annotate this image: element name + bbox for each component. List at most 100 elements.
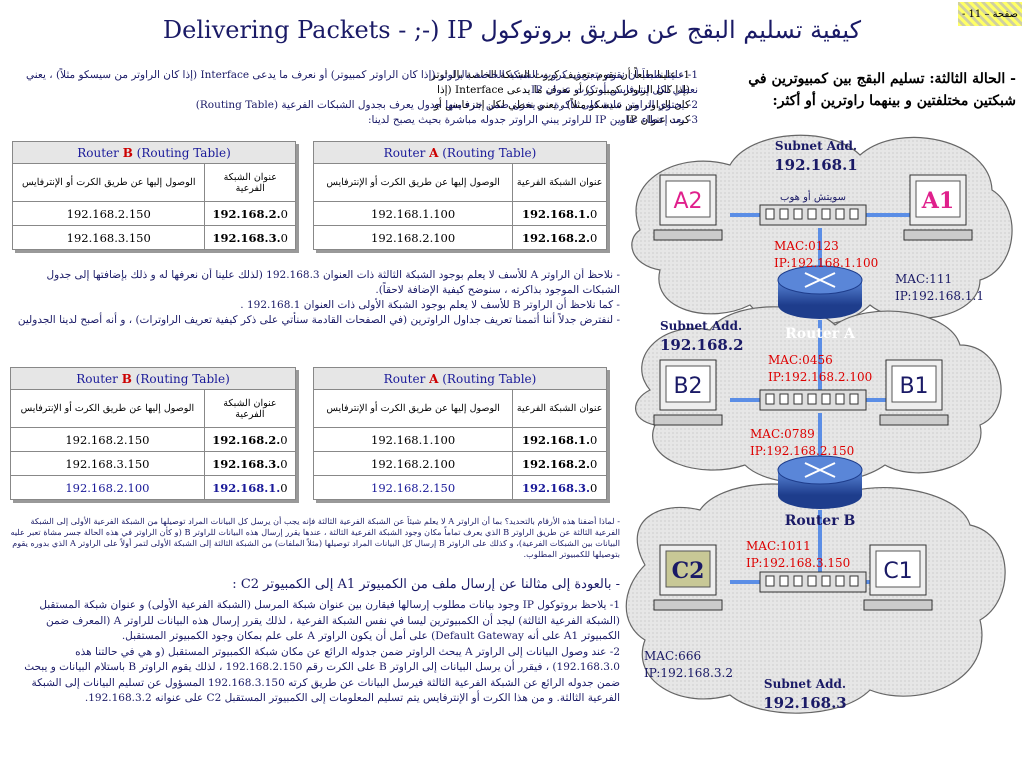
cell-subnet: 192.168.1.0 [512,427,607,452]
note-router-b: - كما نلاحظ أن الراوتر B للأسف لا يعلم ب… [240,299,620,311]
mac-router-a-1: MAC:0123 [774,239,839,253]
mac-a1: MAC:111 [895,272,952,286]
cell-subnet: 192.168.3.0 [203,451,297,476]
cell-subnet-prefix: 192.168.3. [212,456,281,471]
mac-router-a-2: MAC:0456 [768,353,833,367]
router-b-icon [777,455,863,509]
pc-label-b2: B2 [673,374,702,399]
ip-c2: IP:192.168.3.2 [644,666,733,680]
ip-router-b-2: IP:192.168.2.150 [750,444,854,458]
ip-a1: IP:192.168.1.1 [895,289,984,303]
cell-interface: 192.168.2.150 [312,475,514,500]
cell-subnet-suffix: 0 [589,432,598,447]
cell-subnet-prefix: 192.168.1. [521,432,590,447]
cell-subnet-suffix: 0 [280,480,288,495]
computer-c2-icon [653,544,723,611]
cell-subnet: 192.168.2.0 [512,451,607,476]
intro-item-2: 2- يحتوي الراوتر عادة على ذاكرة ، و يخزن… [195,99,698,111]
page-number-badge: صفحة – 11 - [958,2,1022,26]
cell-interface: 192.168.1.100 [312,201,514,226]
pc-label-c2: C2 [672,558,705,584]
routing-table-b-updated: Router B (Routing Table)الوصول إليها عن … [10,367,297,500]
notes-why: - لماذا أضفنا هذه الأرقام بالتحديد؟ بما … [10,516,620,559]
pc-label-c1: C1 [883,559,912,584]
cell-interface: 192.168.2.150 [10,427,205,452]
case-heading: - الحالة الثالثة: تسليم البقج بين كمبيوت… [748,71,1016,109]
col-header-via: الوصول إليها عن طريق الكرت أو الإنترفايس [312,163,514,202]
cell-subnet-prefix: 192.168.2. [212,432,281,447]
cell-subnet-suffix: 0 [280,456,288,471]
intro-text: 1- علينا طبعاً أن نقوم بتعريف كروت الشبك… [420,68,690,128]
cell-subnet-prefix: 192.168.1. [212,480,281,495]
cell-subnet: 192.168.1.0 [512,201,607,226]
col-header-via: الوصول إليها عن طريق الكرت أو الإنترفايس [11,163,206,202]
pc-label-b1: B1 [899,374,928,399]
table-title: Router A (Routing Table) [313,141,607,164]
col-header-subnet: عنوان الشبكة الفرعية [204,163,296,202]
subnet-2-address: 192.168.2 [660,336,744,354]
table-title-letter: B [121,371,132,386]
table-title-letter: B [122,145,133,160]
table-title-router: Router [76,371,122,386]
intro-item-3: 3- بعد إعطاء عناوين IP للراوتر يبني الرا… [367,114,698,126]
cell-interface: 192.168.2.100 [10,475,205,500]
table-title: Router B (Routing Table) [12,141,296,164]
cell-subnet: 192.168.2.0 [203,427,297,452]
cell-interface: 192.168.2.150 [11,201,206,226]
table-title-router: Router [383,371,430,386]
network-diagram: Subnet Add. 192.168.1 سويتش أو هوب A2 A1… [625,134,1013,714]
table-title-letter: A [429,371,439,386]
cell-subnet-prefix: 192.168.1. [521,206,590,221]
example-step-1: 1- يلاحظ بروتوكول IP وجود بيانات مطلوب إ… [39,599,620,642]
routing-table-a: Router A (Routing Table)الوصول إليها عن … [312,141,607,250]
cell-subnet-suffix: 0 [589,206,598,221]
table-title-suffix: (Routing Table) [438,371,537,386]
cell-subnet: 192.168.1.0 [203,475,297,500]
computer-b1-icon [879,359,949,426]
mac-router-b-3: MAC:1011 [746,539,811,553]
col-header-subnet: عنوان الشبكة الفرعية [512,389,607,428]
cell-subnet: 192.168.3.0 [512,475,607,500]
col-header-subnet: عنوان الشبكة الفرعية [203,389,297,428]
cell-subnet-prefix: 192.168.2. [521,230,590,245]
router-b-label: Router B [785,513,856,529]
pc-label-a1: A1 [921,188,954,214]
page-title: كيفية تسليم البقج عن طريق بروتوكول Deliv… [162,16,862,44]
switch-2 [759,389,867,411]
cell-subnet-suffix: 0 [280,230,288,245]
note-assume: - لنفترض جدلاً أننا أتممنا تعريف جداول ا… [17,314,620,326]
table-title-suffix: (Routing Table) [438,145,537,160]
routing-table-b: Router B (Routing Table)الوصول إليها عن … [11,141,296,250]
cell-subnet-suffix: 0 [589,456,598,471]
subnet-1-address: 192.168.1 [774,156,858,174]
computer-a2-icon [653,174,723,241]
router-a-icon [777,265,863,319]
cell-subnet: 192.168.3.0 [204,225,296,250]
table-title-suffix: (Routing Table) [132,145,231,160]
intro-block: 1- علينا طبعاً أن نقوم بتعريف كروت الشبك… [8,68,698,138]
routing-table-a-updated: Router A (Routing Table)الوصول إليها عن … [312,367,607,500]
cell-subnet-prefix: 192.168.2. [212,206,281,221]
cell-interface: 192.168.3.150 [11,225,206,250]
table-title-suffix: (Routing Table) [131,371,230,386]
computer-b2-icon [653,359,723,426]
subnet-1-label: Subnet Add. [775,139,857,153]
ip-router-a-1: IP:192.168.1.100 [774,256,878,270]
cell-subnet-prefix: 192.168.2. [521,456,590,471]
mac-c2: MAC:666 [644,649,701,663]
cell-subnet-prefix: 192.168.3. [212,230,281,245]
router-a-label: Router A [785,326,856,342]
switch-3 [759,571,867,593]
intro-item-1: 1- علينا طبعاً أن نقوم بتعريف كروت الشبك… [26,69,698,96]
subnet-3-label: Subnet Add. [764,677,846,691]
subnet-2-label: Subnet Add. [660,319,742,333]
